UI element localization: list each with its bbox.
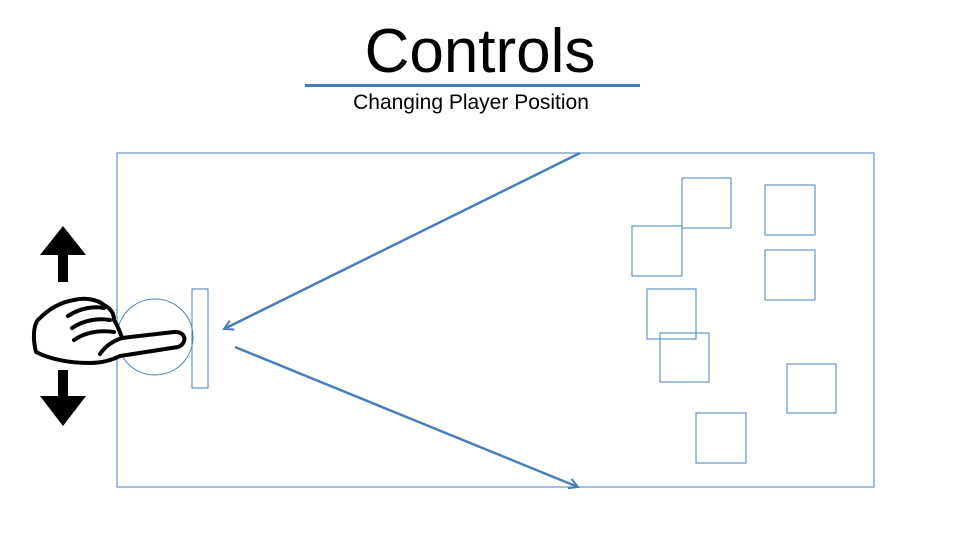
pointing-hand-icon bbox=[31, 296, 187, 365]
target-block bbox=[631, 225, 683, 277]
target-blocks bbox=[631, 177, 837, 464]
player-paddle bbox=[191, 288, 209, 389]
play-field bbox=[116, 152, 875, 488]
target-block bbox=[659, 332, 710, 383]
arrow-down-icon bbox=[40, 370, 86, 426]
target-block bbox=[646, 288, 697, 340]
slide-title: Controls bbox=[364, 17, 596, 86]
target-block bbox=[681, 177, 732, 229]
target-block bbox=[764, 184, 816, 236]
trajectory-arrow-incoming bbox=[224, 151, 581, 329]
target-block bbox=[764, 249, 816, 301]
trajectory-arrow-outgoing bbox=[234, 345, 578, 487]
target-block bbox=[695, 412, 747, 464]
title-underline bbox=[305, 84, 640, 87]
target-block bbox=[786, 363, 837, 414]
slide-subtitle: Changing Player Position bbox=[353, 91, 589, 114]
arrow-up-icon bbox=[40, 226, 86, 282]
